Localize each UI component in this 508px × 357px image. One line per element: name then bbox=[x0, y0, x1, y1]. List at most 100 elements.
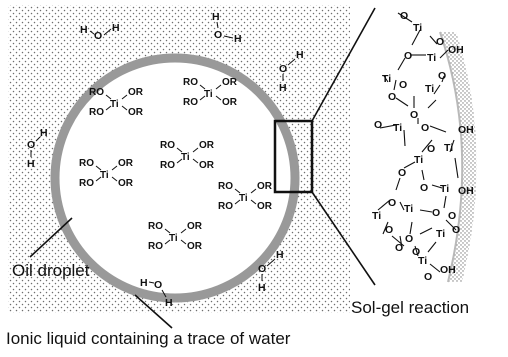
oh-group: OH bbox=[458, 124, 474, 136]
water-molecule-1: H O H bbox=[80, 22, 120, 42]
oil-droplet-label: Oil droplet bbox=[12, 261, 90, 280]
oh-group: OH bbox=[458, 185, 474, 197]
ti-atom: Ti bbox=[404, 203, 413, 215]
water-h: H bbox=[27, 158, 35, 170]
o-atom: O bbox=[432, 207, 440, 219]
ti-alkoxide-2: RO RO Ti OR OR bbox=[183, 77, 238, 108]
ti-alkoxide-6: RO RO Ti OR OR bbox=[148, 221, 203, 252]
water-o: O bbox=[258, 263, 266, 275]
ti-atom: Ti bbox=[440, 183, 449, 195]
water-molecule-4: H O H bbox=[27, 127, 48, 170]
ti-atom: Ti bbox=[425, 83, 434, 95]
or-label: OR bbox=[199, 160, 215, 171]
o-atom: O bbox=[436, 36, 444, 48]
or-label: OR bbox=[222, 97, 238, 108]
or-label: OR bbox=[187, 241, 203, 252]
o-atom: O bbox=[400, 10, 408, 22]
water-h: H bbox=[276, 249, 284, 261]
ti-label: Ti bbox=[169, 233, 178, 244]
ti-atom: Ti bbox=[382, 73, 391, 85]
ti-label: Ti bbox=[181, 152, 190, 163]
water-h: H bbox=[112, 22, 120, 34]
water-h: H bbox=[165, 297, 173, 309]
ro-label: RO bbox=[160, 140, 175, 151]
water-h: H bbox=[140, 277, 148, 289]
ti-atom: Ti bbox=[393, 122, 402, 134]
ionic-liquid-label: Ionic liquid containing a trace of water bbox=[6, 329, 291, 348]
water-molecule-6: H O H bbox=[258, 249, 284, 294]
water-molecule-3: H O H bbox=[279, 49, 304, 94]
o-atom: O bbox=[388, 91, 396, 103]
sol-gel-surface-edge bbox=[439, 31, 464, 283]
or-label: OR bbox=[128, 87, 144, 98]
water-h: H bbox=[80, 24, 88, 36]
or-label: OR bbox=[199, 140, 215, 151]
ti-atom: Ti bbox=[427, 52, 436, 64]
ti-atom: Ti bbox=[418, 255, 427, 267]
o-atom: O bbox=[388, 197, 396, 209]
water-o: O bbox=[214, 29, 222, 41]
o-atom: O bbox=[438, 70, 446, 82]
o-atom: O bbox=[420, 182, 428, 194]
water-o: O bbox=[279, 63, 287, 75]
ti-atom: Ti bbox=[414, 154, 423, 166]
zoom-line-top bbox=[311, 7, 376, 122]
or-label: OR bbox=[257, 201, 273, 212]
water-h: H bbox=[234, 33, 242, 45]
water-h: H bbox=[258, 282, 266, 294]
zoom-line-bottom bbox=[311, 191, 376, 286]
ti-atom: Ti bbox=[436, 228, 445, 240]
or-label: OR bbox=[187, 221, 203, 232]
o-atom: O bbox=[405, 233, 413, 245]
ro-label: RO bbox=[79, 158, 94, 169]
water-molecule-2: H O H bbox=[212, 11, 242, 45]
or-label: OR bbox=[118, 178, 134, 189]
oil-droplet-interior bbox=[55, 58, 295, 298]
water-molecule-5: H O H bbox=[140, 277, 173, 309]
or-label: OR bbox=[118, 158, 134, 169]
ti-label: Ti bbox=[204, 89, 213, 100]
ti-alkoxide-5: RO RO Ti OR OR bbox=[218, 181, 273, 212]
o-atom: O bbox=[385, 224, 393, 236]
ti-alkoxide-1: RO RO Ti OR OR bbox=[89, 87, 144, 118]
ro-label: RO bbox=[148, 241, 163, 252]
o-atom: O bbox=[398, 167, 406, 179]
water-h: H bbox=[296, 49, 304, 61]
o-atom: O bbox=[399, 79, 407, 91]
ti-alkoxide-3: RO RO Ti OR OR bbox=[160, 140, 215, 171]
or-label: OR bbox=[257, 181, 273, 192]
o-atom: O bbox=[424, 271, 432, 283]
o-atom: O bbox=[448, 210, 456, 222]
ti-atom: Ti bbox=[413, 22, 422, 34]
ro-label: RO bbox=[160, 160, 175, 171]
zoom-box bbox=[273, 119, 314, 194]
ti-alkoxide-4: RO RO Ti OR OR bbox=[79, 158, 134, 189]
water-o: O bbox=[154, 279, 162, 291]
sol-gel-surface bbox=[440, 32, 477, 282]
o-atom: O bbox=[421, 122, 429, 134]
water-o: O bbox=[27, 139, 35, 151]
ro-label: RO bbox=[89, 107, 104, 118]
sol-gel-network-atoms: O Ti O Ti O OH O Ti O Ti O O O Ti O OH T… bbox=[372, 10, 474, 283]
or-label: OR bbox=[222, 77, 238, 88]
or-label: OR bbox=[128, 107, 144, 118]
ti-label: Ti bbox=[110, 99, 119, 110]
o-atom: O bbox=[427, 143, 435, 155]
o-atom: O bbox=[395, 242, 403, 254]
o-atom: O bbox=[412, 246, 420, 258]
water-o: O bbox=[94, 30, 102, 42]
sol-gel-reaction-label: Sol-gel reaction bbox=[351, 298, 469, 317]
ti-label: Ti bbox=[100, 170, 109, 181]
ro-label: RO bbox=[79, 178, 94, 189]
o-atom: O bbox=[374, 119, 382, 131]
ro-label: RO bbox=[218, 181, 233, 192]
oil-droplet-ring bbox=[50, 53, 300, 303]
o-atom: O bbox=[404, 50, 412, 62]
ti-atom: Ti bbox=[444, 142, 453, 154]
sol-gel-network-bonds bbox=[377, 12, 459, 273]
ro-label: RO bbox=[183, 97, 198, 108]
o-atom: O bbox=[452, 224, 460, 236]
ionic-liquid-pointer bbox=[134, 294, 173, 329]
